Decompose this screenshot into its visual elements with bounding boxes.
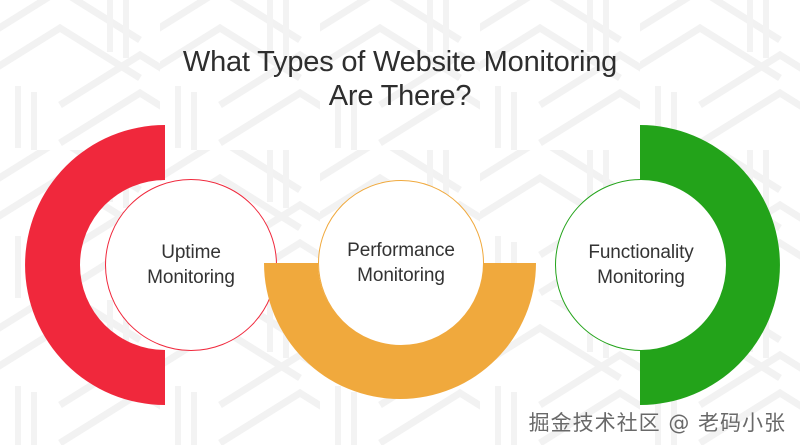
performance-inner-circle: Performance Monitoring	[318, 180, 484, 346]
watermark-text: 掘金技术社区 @ 老码小张	[528, 411, 786, 435]
functionality-inner-circle: Functionality Monitoring	[555, 179, 727, 351]
functionality-label: Functionality Monitoring	[588, 242, 694, 288]
c-shape-arc-icon	[25, 125, 165, 405]
monitoring-item-performance[interactable]: Performance Monitoring	[264, 124, 536, 400]
page-title: What Types of Website Monitoring Are The…	[182, 46, 618, 112]
u-shape-arc-icon	[264, 263, 536, 399]
d-shape-arc-icon	[640, 125, 780, 405]
monitoring-item-functionality[interactable]: Functionality Monitoring	[500, 124, 780, 406]
performance-label: Performance Monitoring	[347, 240, 455, 286]
uptime-inner-circle: Uptime Monitoring	[105, 179, 277, 351]
uptime-label: Uptime Monitoring	[147, 242, 235, 288]
monitoring-item-uptime[interactable]: Uptime Monitoring	[25, 124, 305, 406]
